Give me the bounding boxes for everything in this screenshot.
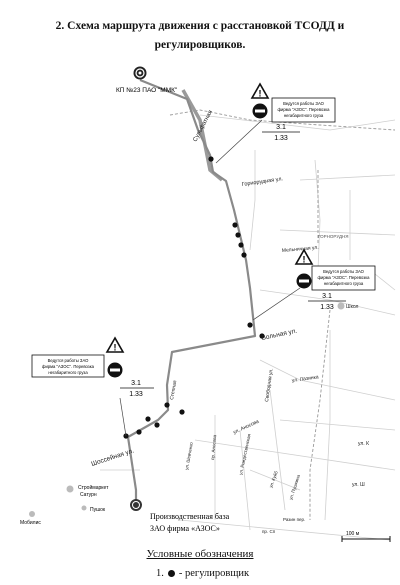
street-label-melnichnaya: Мельничная ул. xyxy=(282,245,319,254)
legend-item-traffic-controller: 1. - регулировщик xyxy=(156,568,249,579)
warning-triangle-icon: ! xyxy=(250,82,270,99)
warning-triangle-icon: ! xyxy=(294,248,314,265)
sign-group-3: ! Ведутся работы ЗАО фирма "АЗОС". Перев… xyxy=(31,336,154,437)
street-label-kuyb: ул. Куйб xyxy=(267,470,279,489)
poi-stroymarket xyxy=(66,485,74,493)
svg-text:!: ! xyxy=(303,255,306,265)
street-label-school: Школ xyxy=(346,304,358,310)
street-label-shevchenko: ул. Шевченко xyxy=(184,441,194,470)
scale-bar xyxy=(341,536,391,542)
warning-triangle-icon: ! xyxy=(105,336,125,353)
warning-text-line-2: фирма "АЗОС". Перевозка xyxy=(42,364,95,369)
street-label-volnaya: Вольная ул. xyxy=(261,328,298,342)
street-label-anosova: ул. Аносова xyxy=(232,419,260,436)
warning-text-line-1: Ведутся работы ЗАО xyxy=(323,269,365,274)
poi-mobilis xyxy=(29,511,35,517)
traffic-controller-marker xyxy=(164,402,170,408)
poi-school xyxy=(337,302,345,310)
sign-code-2: 1.33 xyxy=(320,304,334,311)
street-label-lazinka: ул. Лазинка xyxy=(291,374,319,384)
street-label-razin: Разин пер. xyxy=(283,517,305,522)
warning-text-line-2: фирма "АЗОС". Перевозка xyxy=(318,275,371,280)
svg-text:!: ! xyxy=(114,343,117,353)
start-point-kp23 xyxy=(133,66,147,80)
street-label-pushkina: ул. Пушкина xyxy=(288,474,301,501)
traffic-controller-marker xyxy=(179,409,185,415)
end-point-label-2: ЗАО фирма «АЗОС» xyxy=(150,524,220,533)
street-label-rozhdestvenskaya: ул. Рождественская xyxy=(238,433,252,475)
street-label-prospekt: пр. Сп xyxy=(262,529,276,534)
no-entry-sign-icon xyxy=(252,103,268,119)
no-entry-sign-icon xyxy=(296,273,312,289)
no-entry-sign-icon xyxy=(107,362,123,378)
warning-text-box xyxy=(31,354,105,378)
street-label-pr-anosova: пр. Аносова xyxy=(210,434,217,460)
traffic-controller-marker xyxy=(145,416,151,422)
sign-group-2: ! Ведутся работы ЗАО фирма "АЗОС". Перев… xyxy=(252,248,376,321)
scale-label: 100 м xyxy=(346,531,360,537)
legend-title: Условные обозначения xyxy=(146,548,254,560)
traffic-controller-marker xyxy=(247,322,253,328)
schema-title-line-2: регулировщиков. xyxy=(154,39,246,51)
poi-label-saturn: Сатурн xyxy=(80,492,97,498)
sign-code-1: 3.1 xyxy=(322,293,332,300)
traffic-controller-marker xyxy=(259,333,265,339)
traffic-controller-marker xyxy=(235,232,241,238)
traffic-controller-marker xyxy=(232,222,238,228)
sign-group-1: ! Ведутся работы ЗАО фирма "АЗОС". Перев… xyxy=(215,82,336,164)
warning-text-box xyxy=(311,265,376,291)
traffic-controller-marker xyxy=(154,422,160,428)
legend-item-number: 1. xyxy=(156,568,164,579)
warning-text-line-3: негабаритного груза xyxy=(284,113,324,118)
schema-title-line-1: 2. Схема маршрута движения с расстановко… xyxy=(55,20,345,32)
traffic-controller-marker xyxy=(241,252,247,258)
sign-code-2: 1.33 xyxy=(129,391,143,398)
traffic-controller-marker xyxy=(136,429,142,435)
start-point-label: КП №23 ПАО "ММК" xyxy=(116,87,178,94)
warning-text-box xyxy=(271,97,336,123)
route-line xyxy=(126,78,257,500)
warning-text-line-2: фирма "АЗОС". Перевозка xyxy=(278,107,331,112)
end-point-label-1: Производственная база xyxy=(150,512,230,521)
boundary-dashed-line xyxy=(169,109,396,520)
traffic-controller-marker xyxy=(238,242,244,248)
traffic-controller-dot-icon xyxy=(167,570,175,577)
warning-text-line-1: Ведутся работы ЗАО xyxy=(48,358,90,363)
poi-label-stroymarket: Строймаркет xyxy=(78,484,109,491)
street-label-svobodnaya: Свободная ул. xyxy=(264,368,275,402)
warning-text-line-3: негабаритного груза xyxy=(48,370,88,375)
street-label-stepnaya: Степная xyxy=(169,380,178,401)
district-label-gornorudnya: ГОРНОРУДНЯ xyxy=(318,234,349,239)
sign-code-1: 3.1 xyxy=(276,124,286,131)
poi-label-pushok: Пушок xyxy=(90,507,106,513)
poi-pushok xyxy=(81,505,87,511)
street-label-ul-sh: ул. Ш xyxy=(352,482,365,488)
street-label-ul-k: ул. К xyxy=(358,441,369,447)
svg-text:!: ! xyxy=(259,89,262,99)
background-streets xyxy=(100,114,396,541)
warning-text-line-1: Ведутся работы ЗАО xyxy=(283,101,325,106)
end-point-base xyxy=(130,499,142,511)
traffic-controller-marker xyxy=(208,156,214,162)
street-label-gornorudnaya: Горнорудная ул. xyxy=(241,176,283,188)
sign-code-2: 1.33 xyxy=(274,135,288,142)
traffic-controllers xyxy=(123,156,265,439)
sign-code-1: 3.1 xyxy=(131,380,141,387)
legend-item-text: - регулировщик xyxy=(178,568,250,579)
poi-label-mobilis: Мобилис xyxy=(20,520,41,526)
street-label-shosseynaya: Шоссейная ул. xyxy=(90,446,135,467)
warning-text-line-3: негабаритного груза xyxy=(324,281,364,286)
